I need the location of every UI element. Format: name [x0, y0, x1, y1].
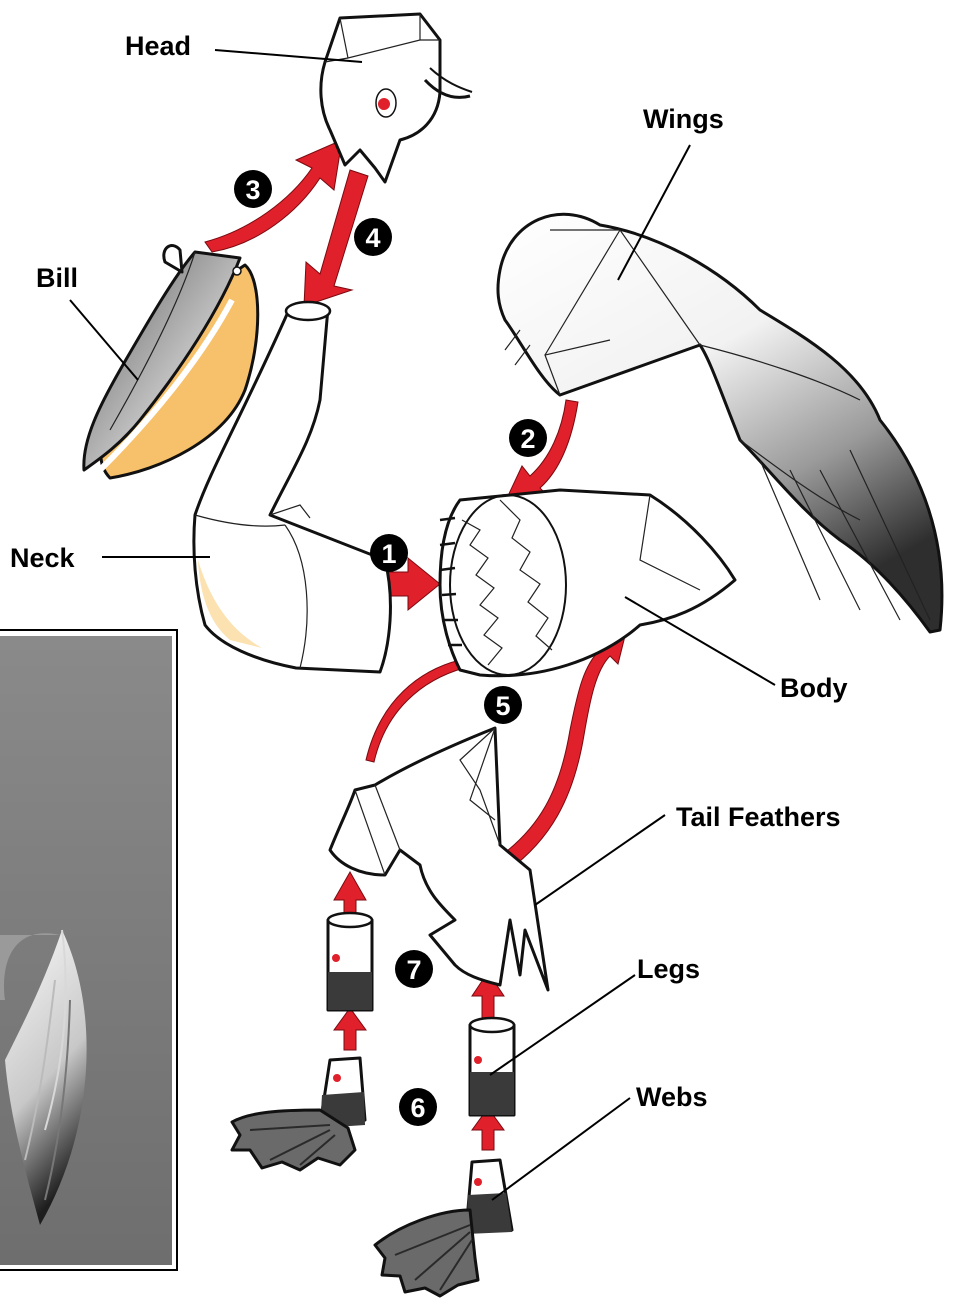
step-badge-4: 4 — [354, 218, 392, 256]
step-badge-3: 3 — [234, 170, 272, 208]
body-part — [440, 490, 735, 676]
label-webs: Webs — [636, 1082, 708, 1112]
label-body: Body — [780, 673, 848, 703]
svg-text:1: 1 — [381, 539, 396, 569]
svg-text:3: 3 — [245, 175, 260, 205]
step-badge-6: 6 — [399, 1088, 437, 1126]
step-badge-5: 5 — [484, 686, 522, 724]
label-bill: Bill — [36, 263, 78, 293]
head-eye — [378, 98, 390, 110]
arrow-leg-left-lower — [334, 1008, 366, 1050]
svg-text:5: 5 — [495, 691, 510, 721]
label-tail-feathers: Tail Feathers — [676, 802, 841, 832]
svg-text:2: 2 — [520, 424, 535, 454]
leg-right-red-dot — [474, 1056, 482, 1064]
arrow-step-3 — [205, 140, 342, 252]
photo-inset — [0, 630, 177, 1270]
label-neck: Neck — [10, 543, 76, 573]
leg-right — [470, 1018, 514, 1115]
leg-left-red-dot — [332, 954, 340, 962]
svg-text:4: 4 — [365, 223, 380, 253]
label-wings: Wings — [643, 104, 724, 134]
web-right — [375, 1160, 512, 1296]
step-badge-7: 7 — [395, 950, 433, 988]
label-head: Head — [125, 31, 191, 61]
svg-text:6: 6 — [410, 1093, 425, 1123]
svg-text:7: 7 — [406, 955, 421, 985]
leg-left — [328, 913, 372, 1010]
head-part — [321, 14, 472, 182]
label-legs: Legs — [637, 954, 700, 984]
step-badge-1: 1 — [370, 534, 408, 572]
web-left — [232, 1058, 365, 1170]
step-badge-2: 2 — [509, 419, 547, 457]
